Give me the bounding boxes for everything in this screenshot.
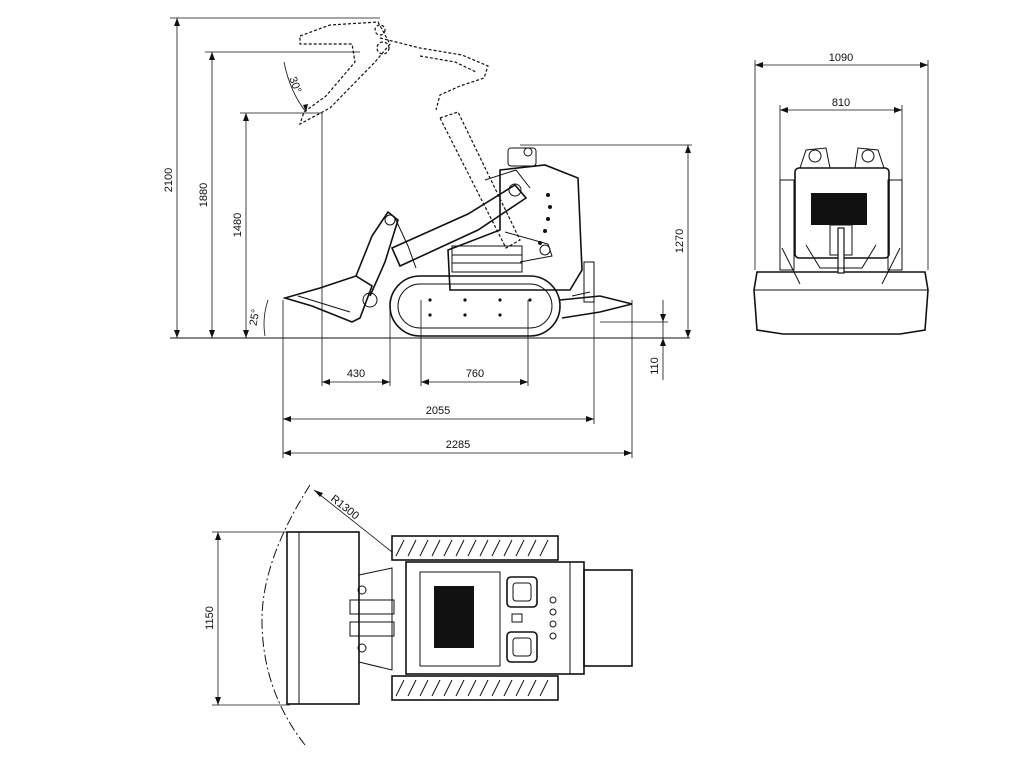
dim-430-label: 430: [347, 368, 365, 380]
dim-810: 810: [779, 97, 903, 180]
dim-810-label: 810: [832, 97, 850, 109]
loader-arm: [390, 169, 531, 268]
turning-radius: R1300: [261, 484, 393, 746]
top-view: 1150 R1300: [204, 484, 633, 746]
front-view: 1090 810: [753, 52, 929, 335]
dim-1880: 1880: [198, 51, 360, 338]
side-view: 2100 1880 1480 1270 110: [163, 17, 692, 458]
dim-1480: 1480: [232, 112, 322, 338]
dim-1090: 1090: [754, 52, 929, 270]
dim-2055: 2055: [283, 405, 594, 422]
dim-760: 760: [421, 368, 528, 385]
dim-2285-label: 2285: [446, 439, 470, 451]
machine-body: [447, 147, 583, 291]
rear-platform: [559, 261, 633, 319]
dim-1270: 1270: [520, 144, 692, 338]
dim-1150-label: 1150: [204, 606, 216, 630]
dim-110: 110: [600, 300, 668, 380]
dim-430: 430: [322, 368, 390, 385]
dim-760-label: 760: [466, 368, 484, 380]
dim-2285: 2285: [283, 439, 632, 456]
angle-30-label: 30°: [286, 75, 303, 95]
dim-2055-label: 2055: [426, 405, 450, 417]
turning-radius-label: R1300: [328, 493, 361, 522]
dim-1880-label: 1880: [198, 183, 210, 207]
dim-1270-label: 1270: [674, 229, 686, 253]
raised-bucket-phantom: [298, 21, 521, 249]
dim-2100-label: 2100: [163, 168, 175, 192]
dim-2100: 2100: [163, 17, 380, 338]
dim-110-label: 110: [649, 357, 661, 375]
angle-30: 30°: [283, 61, 308, 113]
angle-25: 25°: [248, 299, 269, 337]
dim-1090-label: 1090: [829, 52, 853, 64]
lowered-bucket: [282, 210, 417, 323]
dim-1480-label: 1480: [232, 213, 244, 237]
dim-1150: 1150: [204, 531, 290, 706]
angle-25-label: 25°: [248, 308, 263, 326]
track-assembly: [389, 275, 561, 337]
